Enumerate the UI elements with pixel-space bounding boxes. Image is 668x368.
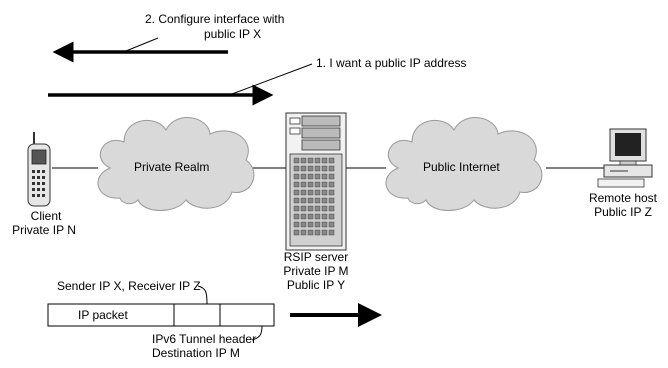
step2-label-line2: public IP X [204,27,262,41]
tunnel-header-label: IPv6 Tunnel header [152,332,257,346]
public-internet-label: Public Internet [423,160,500,174]
sender-receiver-bracket [197,285,208,305]
server-private-ip-label: Private IP M [283,264,349,278]
client-name-label: Client [30,209,62,223]
server-name-label: RSIP server [283,250,349,264]
public-internet-cloud [385,117,543,211]
ip-packet-label: IP packet [78,308,128,322]
client-phone-icon [27,132,51,207]
rsip-server-icon [285,112,347,251]
step1-label: 1. I want a public IP address [316,56,467,70]
remote-host-ip-label: Public IP Z [594,205,652,219]
private-realm-label: Private Realm [134,160,210,174]
remote-host-computer-icon [597,128,653,188]
server-public-ip-label: Public IP Y [286,278,346,292]
remote-host-name-label: Remote host [588,191,658,205]
sender-receiver-label: Sender IP X, Receiver IP Z [57,279,201,293]
destination-ip-label: Destination IP M [152,346,240,360]
configure-callout-line [125,37,159,52]
client-ip-label: Private IP N [12,223,76,237]
private-realm-cloud [97,117,255,211]
tunnel-header-bracket [251,325,263,341]
request-callout-line [231,63,313,95]
packet-diagram [47,285,275,341]
step2-label-line1: 2. Configure interface with [145,12,285,26]
